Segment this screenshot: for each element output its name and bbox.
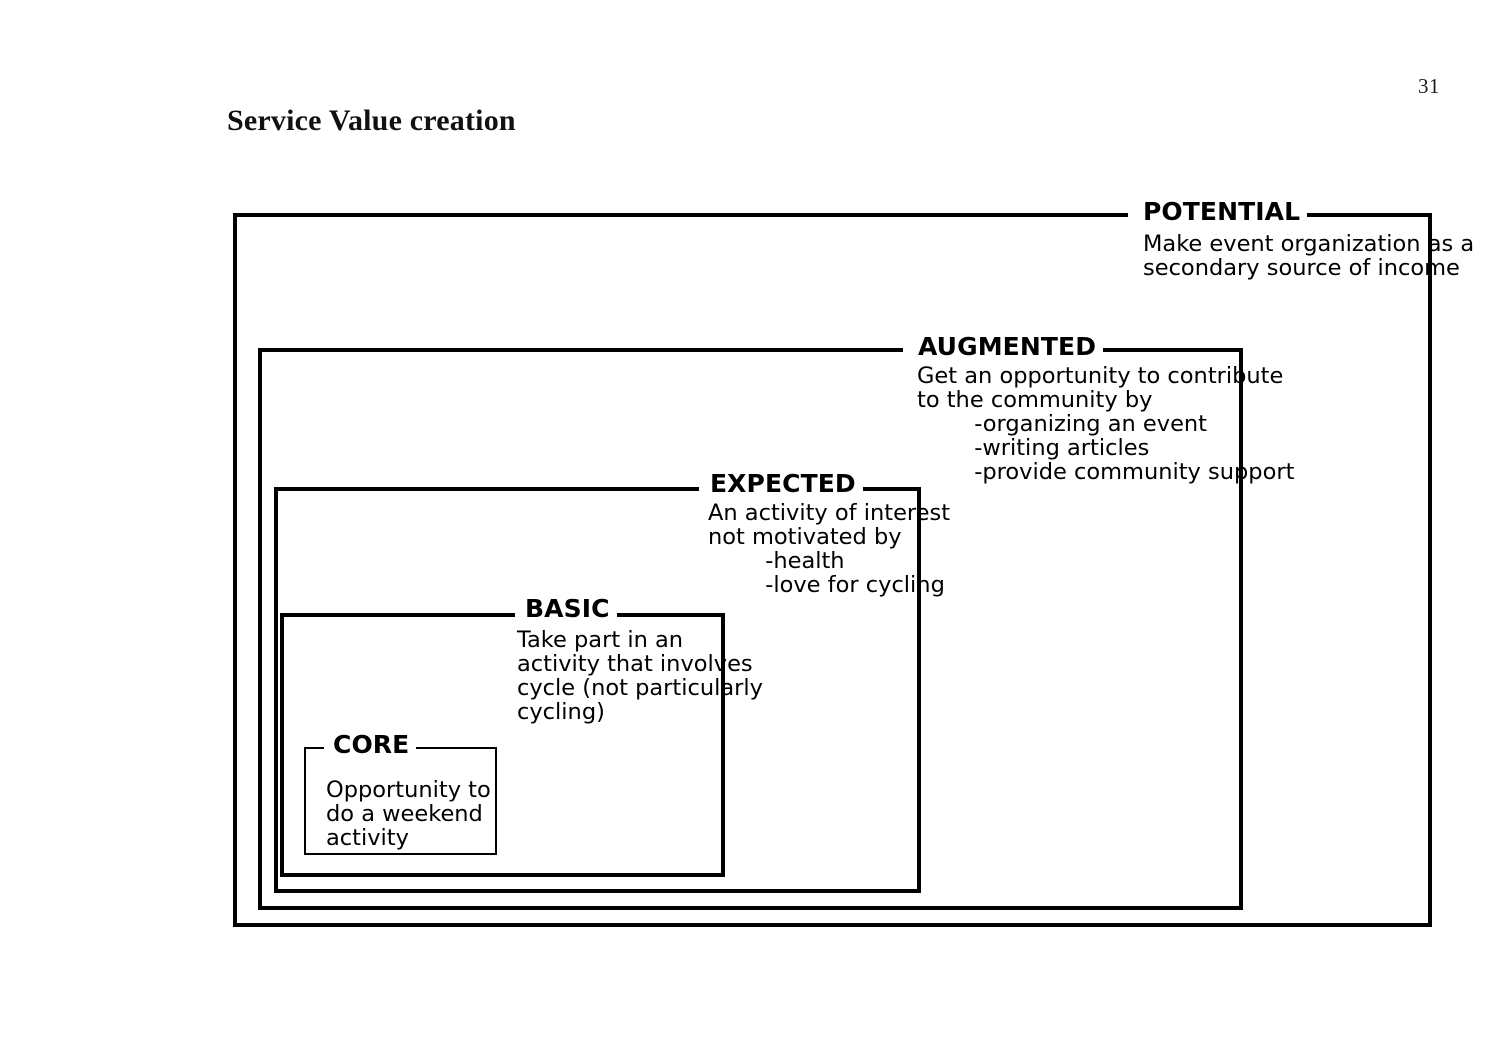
ring-augmented-border-bottom xyxy=(258,906,1243,910)
ring-basic-border-top-left xyxy=(280,613,515,617)
ring-potential-border-top-right xyxy=(1287,213,1432,217)
ring-basic-border-top-right xyxy=(604,613,725,617)
ring-augmented-label: AUGMENTED xyxy=(911,334,1104,359)
ring-expected-label: EXPECTED xyxy=(703,471,863,496)
ring-augmented-border-top-left xyxy=(258,348,903,352)
ring-core-border-right xyxy=(495,747,497,855)
ring-potential-border-bottom xyxy=(233,923,1432,927)
ring-core-border-top-right xyxy=(409,747,497,749)
ring-expected-border-left xyxy=(274,487,278,893)
ring-potential-description: Make event organization as a secondary s… xyxy=(1143,231,1475,281)
ring-expected-border-right xyxy=(917,487,921,893)
page-number: 31 xyxy=(1418,74,1440,98)
ring-expected-border-top-right xyxy=(838,487,921,491)
page-title: Service Value creation xyxy=(227,104,516,137)
ring-basic-label: BASIC xyxy=(518,596,617,621)
ring-augmented-border-left xyxy=(258,348,262,910)
ring-expected-description: An activity of interest not motivated by… xyxy=(708,500,951,598)
ring-augmented-description: Get an opportunity to contribute to the … xyxy=(917,363,1295,485)
ring-core-border-top-left xyxy=(304,747,324,749)
ring-augmented-border-top-right xyxy=(1082,348,1243,352)
ring-core-label: CORE xyxy=(326,732,417,757)
ring-expected-border-bottom xyxy=(274,889,921,893)
ring-potential-border-top-left xyxy=(233,213,1128,217)
ring-potential-border-left xyxy=(233,213,237,927)
ring-basic-border-right xyxy=(721,613,725,877)
ring-basic-border-bottom xyxy=(280,873,725,877)
ring-potential-label: POTENTIAL xyxy=(1136,199,1308,224)
ring-core-description: Opportunity to do a weekend activity xyxy=(326,777,491,851)
ring-basic-description: Take part in an activity that involves c… xyxy=(517,627,763,725)
ring-core-border-left xyxy=(304,747,306,855)
ring-core-border-bottom xyxy=(304,853,497,855)
ring-potential-border-right xyxy=(1428,213,1432,927)
ring-basic-border-left xyxy=(280,613,284,877)
ring-expected-border-top-left xyxy=(274,487,699,491)
ring-augmented-border-right xyxy=(1239,348,1243,910)
